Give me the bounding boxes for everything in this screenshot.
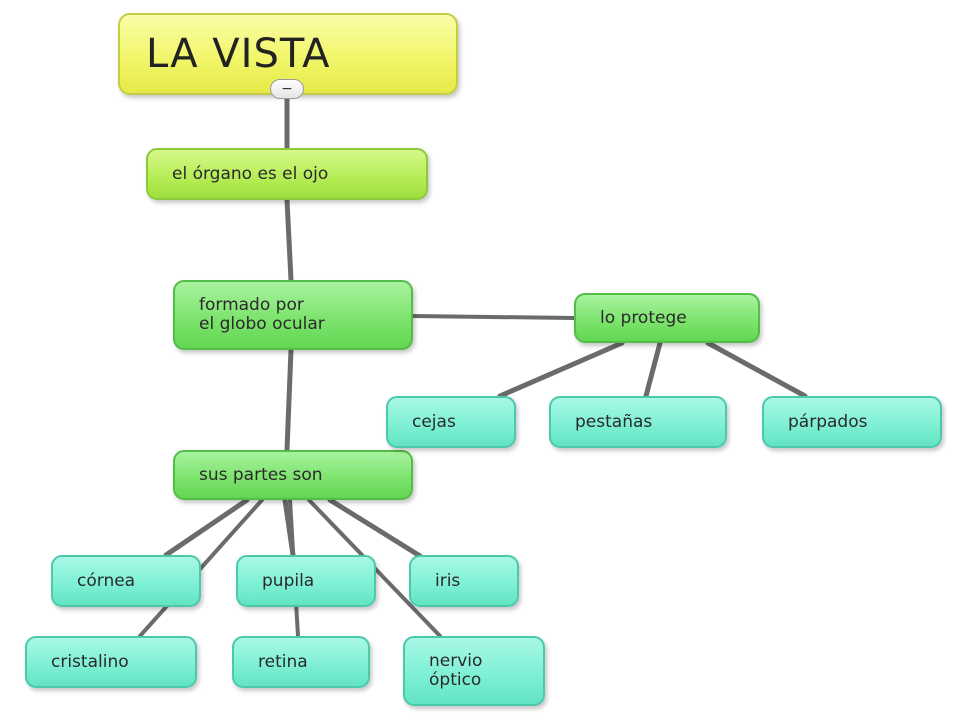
root-node-label: LA VISTA: [146, 30, 331, 77]
node-organo[interactable]: el órgano es el ojo: [146, 148, 428, 200]
node-pestanas[interactable]: pestañas: [549, 396, 727, 448]
node-pupila[interactable]: pupila: [236, 555, 376, 607]
edge-formado-partes: [284, 347, 294, 453]
node-retina-label: retina: [258, 651, 308, 672]
node-parpados[interactable]: párpados: [762, 396, 942, 448]
edge-formado-protege: [411, 314, 576, 320]
edge-partes-iris: [327, 497, 423, 559]
node-iris[interactable]: iris: [409, 555, 519, 607]
edge-organo-formado: [284, 197, 294, 283]
node-lo-protege[interactable]: lo protege: [574, 293, 760, 343]
node-retina[interactable]: retina: [232, 636, 370, 688]
node-formado-por-label: formado por el globo ocular: [199, 295, 325, 334]
node-cornea-label: córnea: [77, 570, 136, 591]
node-sus-partes-label: sus partes son: [199, 464, 323, 485]
node-iris-label: iris: [435, 570, 461, 591]
minus-icon: −: [281, 81, 293, 97]
node-cejas[interactable]: cejas: [386, 396, 516, 448]
node-sus-partes[interactable]: sus partes son: [173, 450, 413, 500]
node-organo-label: el órgano es el ojo: [172, 163, 329, 184]
edge-protege-parpados: [705, 340, 808, 399]
edge-protege-cejas: [497, 340, 625, 399]
node-nervio-optico-label: nervio óptico: [429, 651, 483, 690]
node-lo-protege-label: lo protege: [600, 307, 687, 328]
edge-protege-pestanas: [643, 340, 663, 399]
node-cristalino[interactable]: cristalino: [25, 636, 197, 688]
node-cristalino-label: cristalino: [51, 651, 129, 672]
node-cejas-label: cejas: [412, 411, 456, 432]
node-parpados-label: párpados: [788, 411, 868, 432]
node-nervio-optico[interactable]: nervio óptico: [403, 636, 545, 706]
edge-partes-cornea: [163, 497, 250, 558]
node-cornea[interactable]: córnea: [51, 555, 201, 607]
node-pestanas-label: pestañas: [575, 411, 653, 432]
node-pupila-label: pupila: [262, 570, 315, 591]
node-formado-por[interactable]: formado por el globo ocular: [173, 280, 413, 350]
edge-partes-cristalino: [138, 498, 264, 638]
collapse-toggle-button[interactable]: −: [270, 79, 304, 99]
